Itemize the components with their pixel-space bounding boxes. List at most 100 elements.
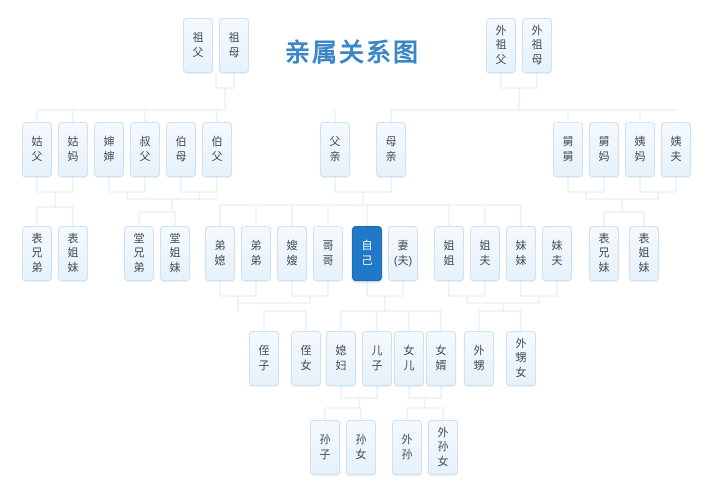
node-char: 孙 <box>319 434 331 447</box>
connector-path <box>36 177 74 193</box>
relative-node-sunzi[interactable]: 孙子 <box>310 420 340 475</box>
relative-node-jiuma[interactable]: 舅妈 <box>589 122 619 177</box>
relative-node-zumu[interactable]: 祖母 <box>219 18 249 73</box>
relative-node-jiejie[interactable]: 姐姐 <box>434 226 464 281</box>
relative-node-gufu[interactable]: 姑父 <box>22 122 52 177</box>
relative-node-gege[interactable]: 哥哥 <box>313 226 343 281</box>
node-char: 母 <box>385 136 397 149</box>
relative-node-biaojiemei_l[interactable]: 表姐妹 <box>58 226 88 281</box>
node-char: 嫂 <box>286 254 298 267</box>
relative-node-bomu[interactable]: 伯母 <box>166 122 196 177</box>
node-char: 堂 <box>133 233 145 246</box>
relative-node-biaoxiongdi_l[interactable]: 表兄弟 <box>22 226 52 281</box>
node-char: 妈 <box>634 150 646 163</box>
node-char: 舅 <box>598 136 610 149</box>
node-char: 哥 <box>322 240 334 253</box>
node-char: 兄 <box>598 247 610 260</box>
relative-node-meimei[interactable]: 妹妹 <box>506 226 536 281</box>
relative-node-guma[interactable]: 姑妈 <box>58 122 88 177</box>
node-char: 女 <box>403 345 415 358</box>
node-char: 亲 <box>385 150 397 163</box>
relative-node-jiefu[interactable]: 姐夫 <box>470 226 500 281</box>
connector-path <box>520 281 558 297</box>
relative-node-ziji[interactable]: 自己 <box>352 226 382 281</box>
relative-node-waisunnv[interactable]: 外孙女 <box>428 420 458 475</box>
relative-node-bofu[interactable]: 伯父 <box>202 122 232 177</box>
relative-node-biaojiemei_r[interactable]: 表姐妹 <box>629 226 659 281</box>
relative-node-zhinv[interactable]: 侄女 <box>291 331 321 386</box>
relative-node-didi[interactable]: 弟弟 <box>241 226 271 281</box>
node-char: 姐 <box>67 247 79 260</box>
relative-node-waishengnv[interactable]: 外甥女 <box>506 331 536 386</box>
relative-node-waisun[interactable]: 外孙 <box>392 420 422 475</box>
node-char: 父 <box>211 150 223 163</box>
connector-path <box>448 281 486 297</box>
node-char: 女 <box>515 366 527 379</box>
node-char: 弟 <box>250 240 262 253</box>
relative-node-saosao[interactable]: 嫂嫂 <box>277 226 307 281</box>
node-char: 孙 <box>437 441 449 454</box>
node-char: 女 <box>355 448 367 461</box>
node-char: 弟 <box>250 254 262 267</box>
relative-node-shenshen[interactable]: 婶婶 <box>94 122 124 177</box>
node-char: 祖 <box>192 32 204 45</box>
connector-path <box>334 177 392 193</box>
node-char: 甥 <box>515 352 527 365</box>
relative-node-jiujiu[interactable]: 舅舅 <box>553 122 583 177</box>
node-char: 母 <box>531 53 543 66</box>
connector-path <box>180 177 218 193</box>
connector-path <box>366 281 404 297</box>
node-char: 嫂 <box>286 240 298 253</box>
node-char: 父 <box>329 136 341 149</box>
relative-node-waizumu[interactable]: 外祖母 <box>522 18 552 73</box>
node-char: 姐 <box>443 254 455 267</box>
node-char: 哥 <box>322 254 334 267</box>
relative-node-fuqin[interactable]: 父亲 <box>320 122 350 177</box>
node-char: 媳 <box>335 345 347 358</box>
node-char: 女 <box>300 359 312 372</box>
node-char: 兄 <box>133 247 145 260</box>
relative-node-shufu[interactable]: 叔父 <box>130 122 160 177</box>
connector-path <box>219 281 257 297</box>
relative-node-xifu[interactable]: 媳妇 <box>326 331 356 386</box>
node-char: 妹 <box>638 261 650 274</box>
relative-node-sunnv[interactable]: 孙女 <box>346 420 376 475</box>
relative-node-yima[interactable]: 姨妈 <box>625 122 655 177</box>
node-char: 姑 <box>31 136 43 149</box>
relative-node-dixi[interactable]: 弟媳 <box>205 226 235 281</box>
connector-path <box>408 386 442 399</box>
node-char: 儿 <box>403 359 415 372</box>
node-char: 弟 <box>31 261 43 274</box>
relative-node-qifu[interactable]: 妻(夫) <box>388 226 418 281</box>
node-char: 儿 <box>371 345 383 358</box>
node-char: 父 <box>495 53 507 66</box>
node-char: 子 <box>371 359 383 372</box>
relative-node-erzi[interactable]: 儿子 <box>362 331 392 386</box>
node-char: 婿 <box>435 359 447 372</box>
relative-node-tangxiongdi[interactable]: 堂兄弟 <box>124 226 154 281</box>
node-char: 外 <box>473 345 485 358</box>
relative-node-nvxu[interactable]: 女婿 <box>426 331 456 386</box>
relative-node-waisheng[interactable]: 外甥 <box>464 331 494 386</box>
relative-node-nver[interactable]: 女儿 <box>394 331 424 386</box>
node-char: 父 <box>192 46 204 59</box>
node-char: 妹 <box>169 261 181 274</box>
node-char: 舅 <box>562 136 574 149</box>
relative-node-yifu[interactable]: 姨夫 <box>661 122 691 177</box>
relative-node-meifu[interactable]: 妹夫 <box>542 226 572 281</box>
connector-path <box>291 281 329 297</box>
node-char: 姨 <box>670 136 682 149</box>
node-char: 伯 <box>211 136 223 149</box>
relative-node-biaoxiongmei_r[interactable]: 表兄妹 <box>589 226 619 281</box>
relative-node-zufu[interactable]: 祖父 <box>183 18 213 73</box>
node-char: 伯 <box>175 136 187 149</box>
relative-node-muqin[interactable]: 母亲 <box>376 122 406 177</box>
relative-node-tangjiemei[interactable]: 堂姐妹 <box>160 226 190 281</box>
node-char: 婶 <box>103 150 115 163</box>
relative-node-zhizi[interactable]: 侄子 <box>249 331 279 386</box>
node-char: 父 <box>139 150 151 163</box>
node-char: 弟 <box>214 240 226 253</box>
relative-node-waizufu[interactable]: 外祖父 <box>486 18 516 73</box>
